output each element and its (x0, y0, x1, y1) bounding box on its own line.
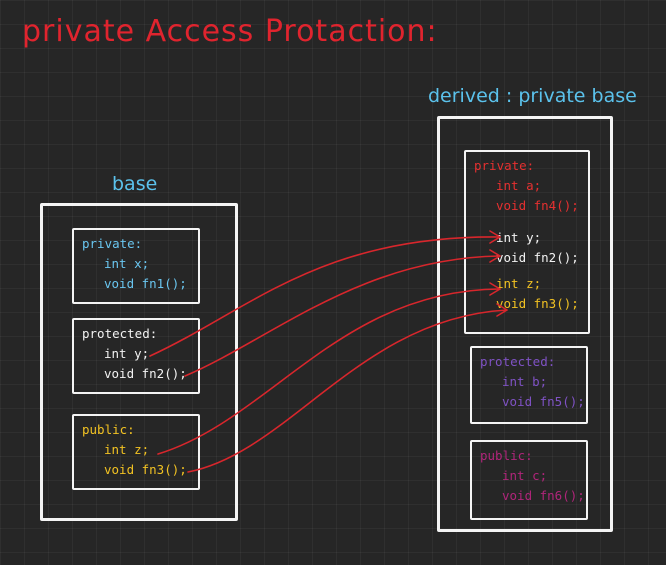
inherited-member-z: int z; (496, 276, 542, 291)
base-public-member: void fn3(); (104, 462, 187, 477)
derived-caption: derived : private base (428, 85, 637, 107)
base-class-box (40, 203, 238, 521)
derived-protected-section: protected: int b; void fn5(); (470, 346, 588, 424)
derived-private-label: private: (474, 158, 535, 173)
derived-protected-label: protected: (480, 354, 556, 369)
derived-private-member: void fn4(); (496, 198, 579, 213)
arrowhead (496, 303, 508, 317)
base-private-member: int x; (104, 256, 150, 271)
derived-protected-member: int b; (502, 374, 548, 389)
arrow-fn3 (187, 309, 508, 473)
derived-private-member: int a; (496, 178, 542, 193)
base-public-member: int z; (104, 442, 150, 457)
base-private-member: void fn1(); (104, 276, 187, 291)
derived-public-member: void fn6(); (502, 488, 585, 503)
arrowhead (489, 230, 501, 244)
base-protected-label: protected: (82, 326, 158, 341)
base-private-label: private: (82, 236, 143, 251)
base-public-label: public: (82, 422, 135, 437)
base-public-section: public: int z; void fn3(); (72, 414, 200, 490)
base-protected-member: void fn2(); (104, 366, 187, 381)
derived-public-member: int c; (502, 468, 548, 483)
base-caption: base (112, 173, 158, 195)
base-protected-member: int y; (104, 346, 150, 361)
derived-private-section: private: int a; void fn4(); int y; void … (464, 150, 590, 334)
base-protected-section: protected: int y; void fn2(); (72, 318, 200, 394)
arrow-fn2 (184, 255, 501, 377)
arrow-z (157, 288, 501, 455)
derived-protected-member: void fn5(); (502, 394, 585, 409)
base-private-section: private: int x; void fn1(); (72, 228, 200, 304)
arrow-y (149, 236, 501, 357)
page-title: private Access Protaction: (22, 14, 438, 49)
inherited-member-y: int y; (496, 230, 542, 245)
derived-public-label: public: (480, 448, 533, 463)
inherited-member-fn2: void fn2(); (496, 250, 579, 265)
derived-public-section: public: int c; void fn6(); (470, 440, 588, 520)
arrowhead (489, 249, 501, 263)
arrowhead (489, 282, 501, 296)
